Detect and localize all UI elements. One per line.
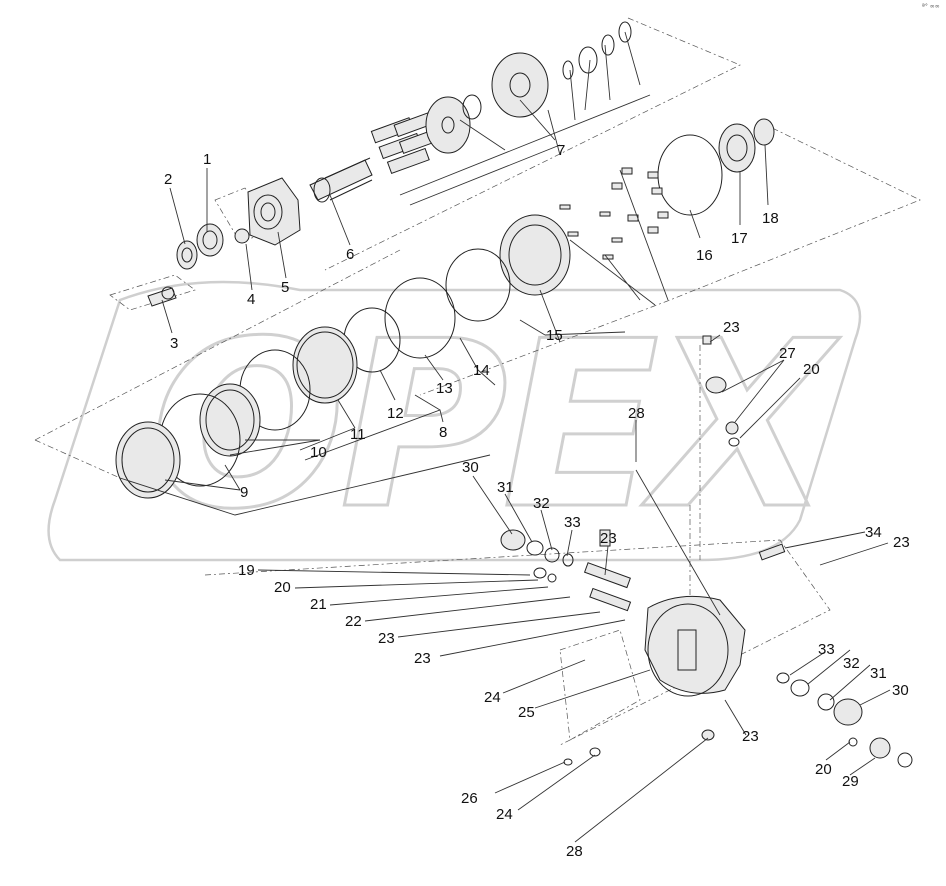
- cylinder-block-7: [491, 52, 549, 118]
- callout-11: 11: [350, 426, 366, 443]
- callout-labels: 1 2 3 4 5 6 7 8 9 10 11 12 13 14 15 16 1…: [164, 142, 910, 860]
- callout-20-lower: 20: [815, 761, 832, 778]
- callout-32-upper: 32: [533, 495, 550, 512]
- ball-4: [234, 228, 250, 244]
- callout-33-upper: 33: [564, 514, 581, 531]
- callout-6: 6: [346, 246, 354, 263]
- callout-23-b: 23: [414, 650, 431, 667]
- callout-13: 13: [436, 380, 453, 397]
- callout-27: 27: [779, 345, 796, 362]
- lower-assembly: [500, 335, 913, 768]
- callout-23-e: 23: [893, 534, 910, 551]
- callout-7: 7: [557, 142, 565, 159]
- callout-24-a: 24: [484, 689, 501, 706]
- callout-34: 34: [865, 524, 882, 541]
- disc-9c: [115, 421, 181, 499]
- bearing-17: [718, 123, 756, 173]
- upper-assembly: [147, 21, 775, 307]
- callout-21: 21: [310, 596, 327, 613]
- o-ring-16: [657, 134, 723, 216]
- callout-31-lower: 31: [870, 665, 887, 682]
- valve-port: [677, 629, 697, 671]
- callout-12: 12: [387, 405, 404, 422]
- callout-18: 18: [762, 210, 779, 227]
- disc-9a: [199, 383, 261, 457]
- callout-19: 19: [238, 562, 255, 579]
- callout-33-lower: 33: [818, 641, 835, 658]
- callout-16: 16: [696, 247, 713, 264]
- corner-mark: ª° ∞∞: [922, 3, 940, 10]
- callout-23-a: 23: [378, 630, 395, 647]
- callout-30-lower: 30: [892, 682, 909, 699]
- callout-9: 9: [240, 484, 248, 501]
- callout-14: 14: [473, 362, 490, 379]
- callout-25: 25: [518, 704, 535, 721]
- brake-piston-15: [499, 214, 571, 296]
- plate-11: [292, 326, 358, 404]
- bearing-18: [753, 118, 775, 146]
- plate: [425, 96, 471, 154]
- callout-31-upper: 31: [497, 479, 514, 496]
- housing-5: [247, 177, 301, 246]
- callout-24-b: 24: [496, 806, 513, 823]
- ring-13: [384, 277, 456, 359]
- callout-22: 22: [345, 613, 362, 630]
- callout-26: 26: [461, 790, 478, 807]
- callout-20-left: 20: [274, 579, 291, 596]
- pins-springs: [559, 167, 669, 260]
- ring-stack: [115, 248, 511, 499]
- part-34: [758, 543, 786, 561]
- callout-30-upper: 30: [462, 459, 479, 476]
- callout-5: 5: [281, 279, 289, 296]
- callout-29: 29: [842, 773, 859, 790]
- callout-1: 1: [203, 151, 211, 168]
- callout-32-lower: 32: [843, 655, 860, 672]
- plug-30-top: [500, 529, 526, 551]
- spool: [583, 562, 631, 589]
- leader-lines: [119, 31, 891, 843]
- callout-28-upper: 28: [628, 405, 645, 422]
- callout-4: 4: [247, 291, 255, 308]
- cap-27: [705, 376, 727, 394]
- fitting-29: [869, 737, 891, 759]
- plug-30-bottom: [833, 698, 863, 726]
- callout-23-d: 23: [600, 530, 617, 547]
- callout-23-f: 23: [742, 728, 759, 745]
- bearing-2: [176, 240, 198, 270]
- callout-3: 3: [170, 335, 178, 352]
- callout-8: 8: [439, 424, 447, 441]
- plug-28-bottom: [701, 729, 715, 741]
- spring-3: [147, 287, 177, 307]
- plug-23: [599, 529, 611, 547]
- callout-20-upper: 20: [803, 361, 820, 378]
- shaft-6: [309, 159, 373, 201]
- callout-15: 15: [546, 327, 563, 344]
- callout-28-lower: 28: [566, 843, 583, 860]
- callout-2: 2: [164, 171, 172, 188]
- callout-23-c: 23: [723, 319, 740, 336]
- bearing-1: [196, 223, 224, 257]
- pistons-group: [370, 110, 442, 175]
- callout-10: 10: [310, 444, 327, 461]
- ring-14: [445, 248, 511, 322]
- callout-17: 17: [731, 230, 748, 247]
